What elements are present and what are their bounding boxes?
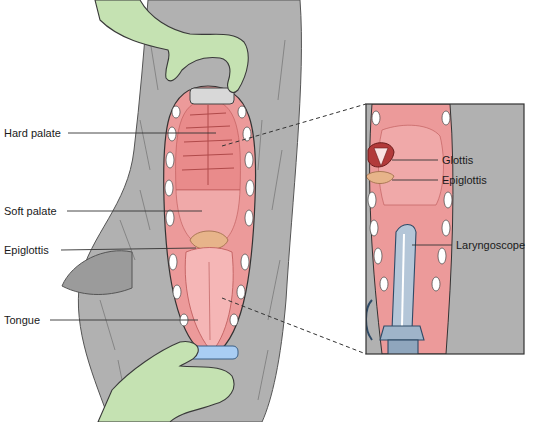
part-label: Glottis (442, 153, 473, 167)
gloved-hand (98, 341, 234, 422)
part-label: Laryngoscope (456, 238, 525, 252)
mouth-gag (190, 88, 234, 104)
part-label: Hard palate (4, 126, 61, 140)
inset-frame (366, 104, 524, 354)
gloved-hand (95, 0, 248, 92)
leader-lines (50, 133, 452, 320)
mouth (164, 86, 256, 358)
tongue (185, 248, 233, 353)
part-label: Soft palate (4, 204, 57, 218)
inset-border (366, 104, 524, 354)
ear (62, 251, 132, 295)
part-label: Epiglottis (4, 243, 49, 257)
zoom-lines (222, 104, 366, 354)
inset-illustration (366, 104, 453, 354)
part-label: Tongue (4, 313, 40, 327)
palate-ridges (182, 105, 234, 185)
hard-palate (176, 100, 241, 190)
epiglottis (190, 231, 228, 250)
part-label: Epiglottis (442, 173, 487, 187)
teeth (165, 106, 254, 326)
